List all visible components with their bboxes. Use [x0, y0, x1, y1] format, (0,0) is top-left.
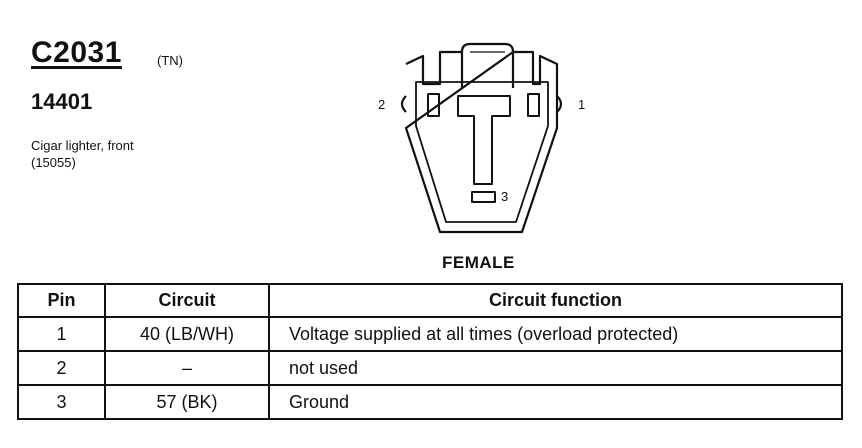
- connector-gender-label: FEMALE: [442, 253, 515, 272]
- cell-pin: 2: [17, 350, 106, 386]
- latch-tab: [460, 42, 515, 88]
- table-row: 1 40 (LB/WH) Voltage supplied at all tim…: [17, 316, 843, 352]
- terminal-cavity-2: [427, 93, 440, 117]
- t-key: [457, 95, 511, 185]
- table-row: 2 – not used: [17, 350, 843, 386]
- description-line: Cigar lighter, front: [31, 138, 134, 153]
- cell-function: not used: [268, 350, 843, 386]
- connector-housing-outer: [404, 50, 559, 234]
- connector-color-code: (TN): [157, 53, 183, 68]
- table-row: 3 57 (BK) Ground: [17, 384, 843, 420]
- cell-circuit: –: [104, 350, 270, 386]
- part-number: 14401: [31, 89, 93, 114]
- cell-function: Voltage supplied at all times (overload …: [268, 316, 843, 352]
- pinout-table: Pin Circuit Circuit function 1 40 (LB/WH…: [17, 283, 843, 420]
- cell-circuit: 57 (BK): [104, 384, 270, 420]
- side-bump-right: [556, 95, 563, 113]
- connector-id: C2031: [31, 36, 122, 69]
- header-circuit: Circuit: [104, 283, 270, 318]
- terminal-cavity-3: [471, 191, 496, 203]
- terminal-cavity-1: [527, 93, 540, 117]
- pin-label-1: 1: [578, 97, 586, 112]
- cell-pin: 3: [17, 384, 106, 420]
- header-circuit-function: Circuit function: [268, 283, 843, 318]
- header-pin: Pin: [17, 283, 106, 318]
- table-header-row: Pin Circuit Circuit function: [17, 283, 843, 318]
- description-line: (15055): [31, 155, 76, 170]
- cell-pin: 1: [17, 316, 106, 352]
- pin-label-2: 2: [378, 97, 386, 112]
- side-bump-left: [400, 95, 407, 113]
- pin-label-3: 3: [501, 189, 509, 204]
- connector-housing-inner: [415, 81, 549, 223]
- connector-description: Cigar lighter, front (15055): [31, 137, 134, 171]
- cell-circuit: 40 (LB/WH): [104, 316, 270, 352]
- cell-function: Ground: [268, 384, 843, 420]
